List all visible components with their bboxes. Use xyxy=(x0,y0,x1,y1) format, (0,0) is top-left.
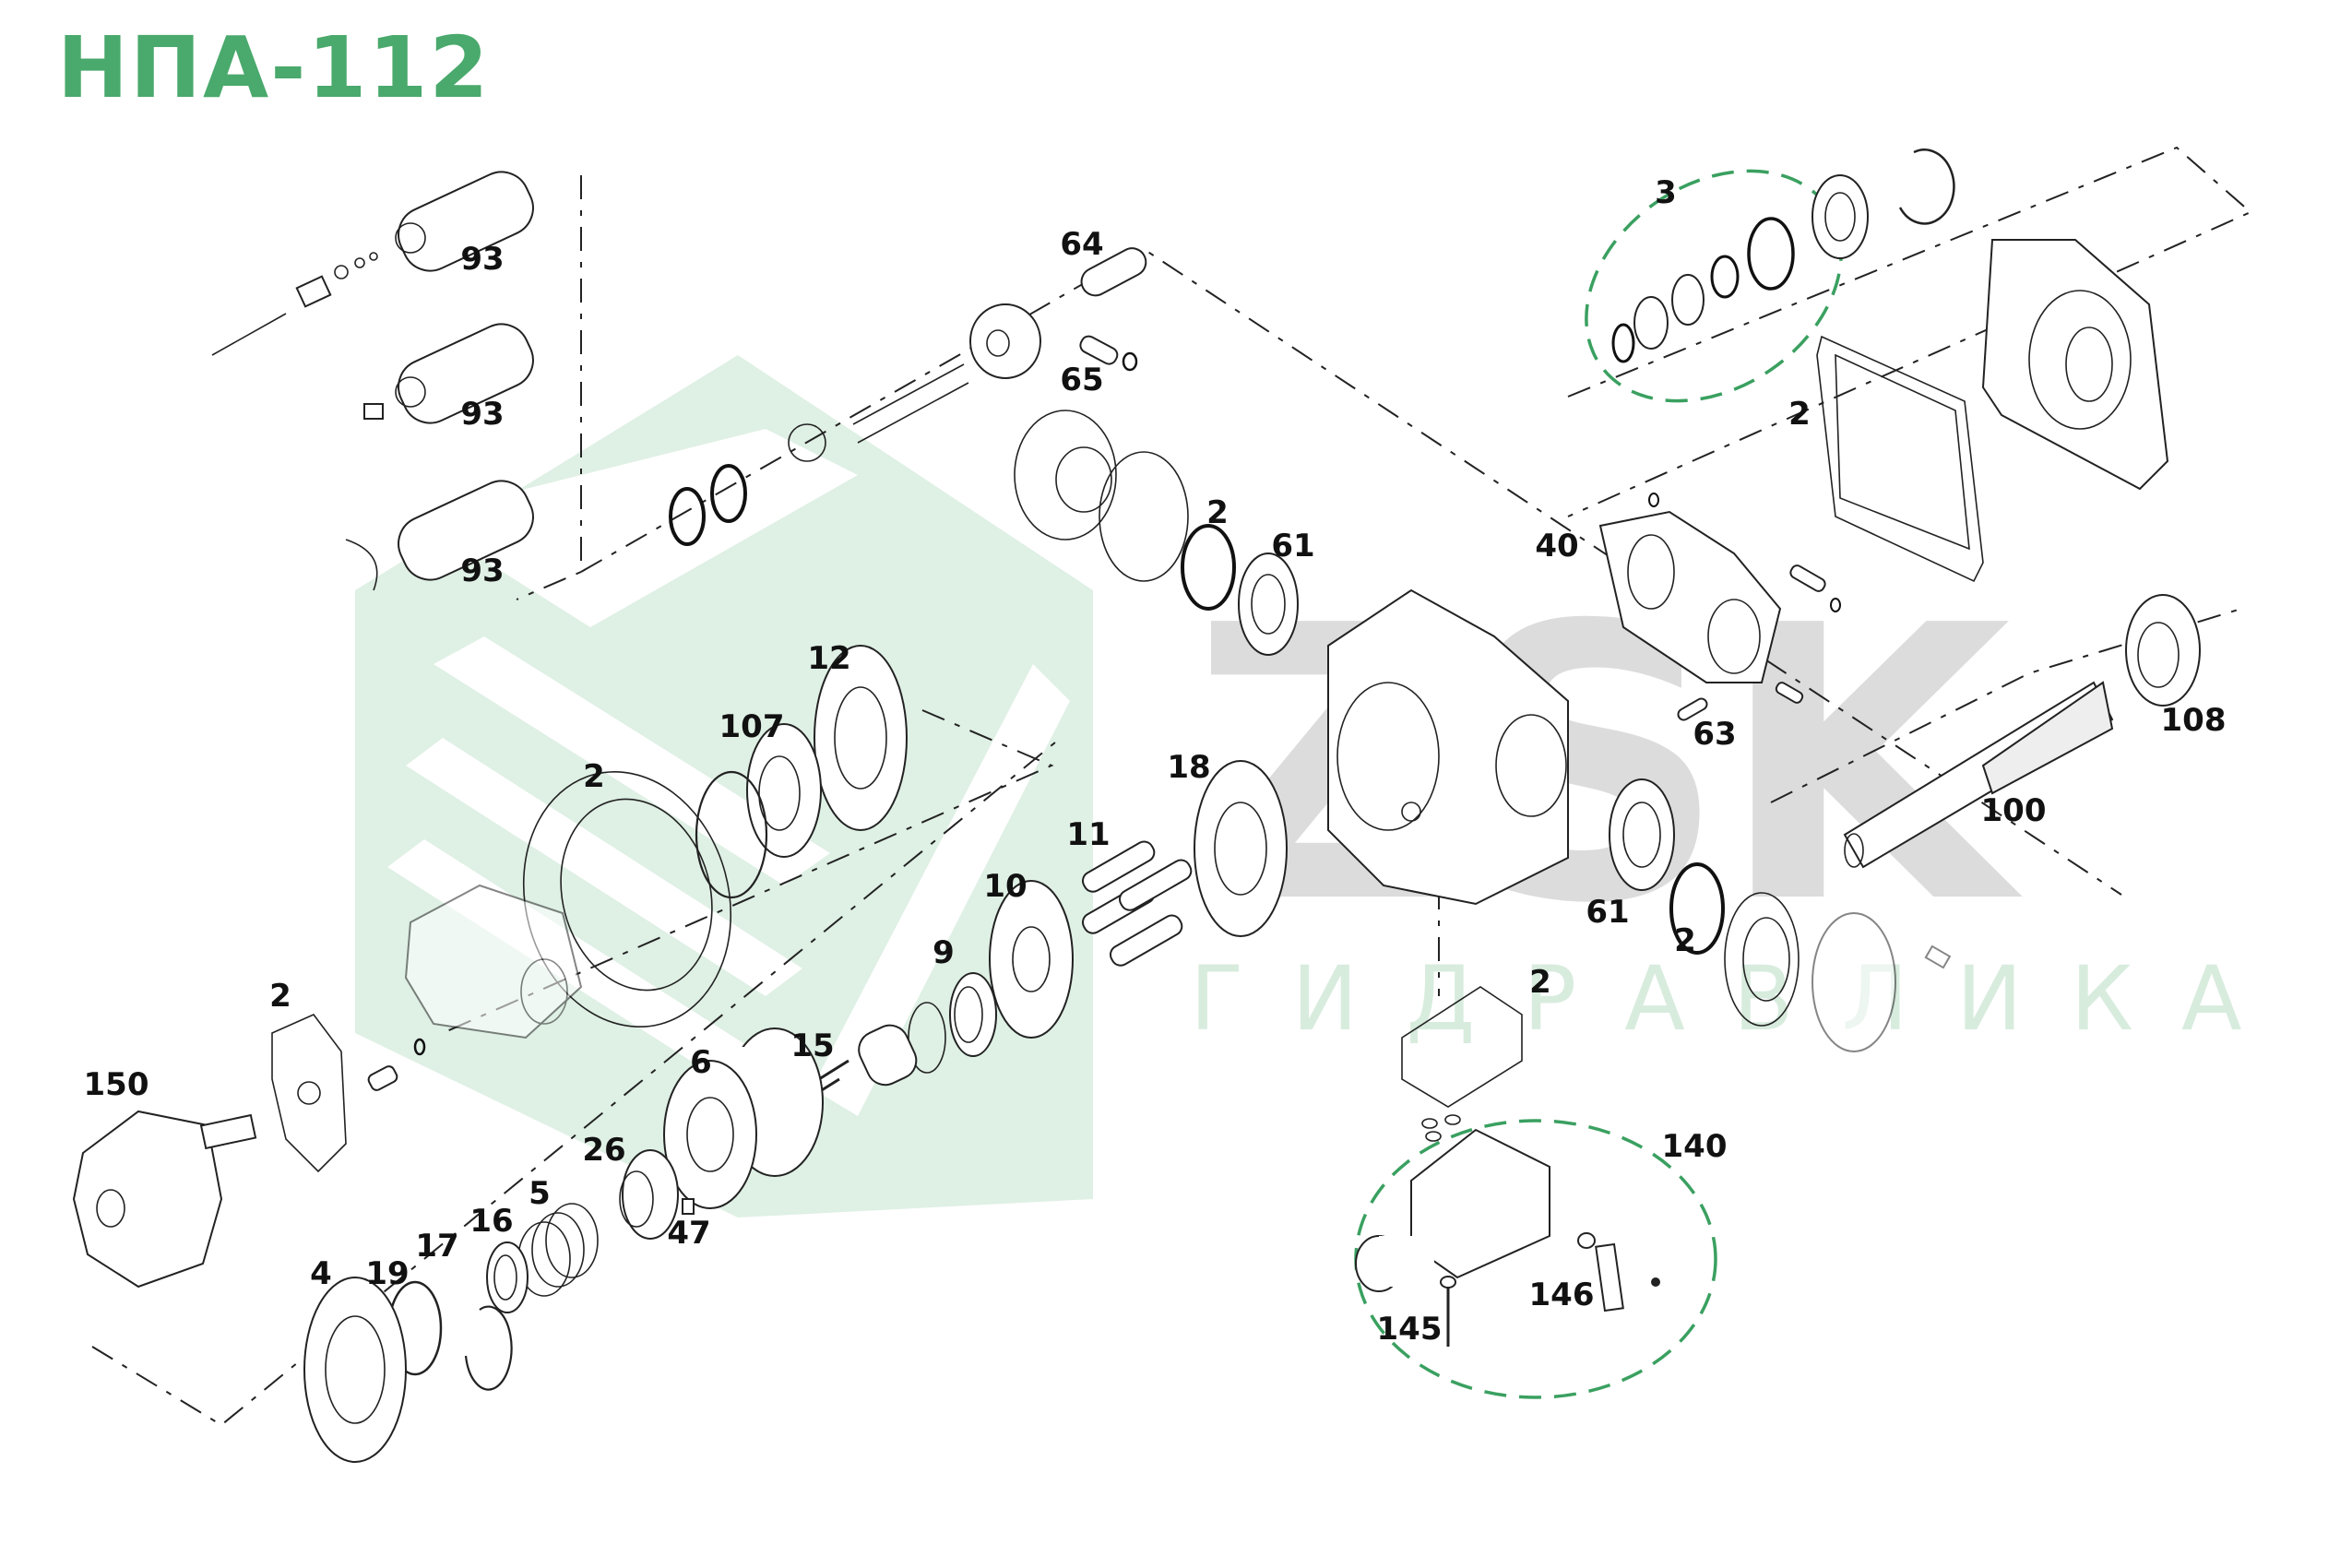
part-6-cylinder-block xyxy=(663,1028,824,1209)
part-145-bolt xyxy=(1440,1276,1456,1347)
callout-5[interactable]: 5 xyxy=(529,1175,551,1212)
assembly-line-spool xyxy=(580,247,2122,896)
callout-93-a[interactable]: 93 xyxy=(460,241,505,278)
part-146-bracket xyxy=(1577,1232,1660,1313)
part-61-bearing-lower xyxy=(1609,778,1675,891)
callout-100[interactable]: 100 xyxy=(1980,792,2047,829)
part-2-pump-gasket xyxy=(271,1014,347,1173)
callout-2-left[interactable]: 2 xyxy=(269,978,291,1015)
callout-4[interactable]: 4 xyxy=(310,1255,332,1292)
part-circlip-top xyxy=(1898,148,1955,225)
part-2-gasket-cover xyxy=(1816,335,1984,583)
callout-140[interactable]: 140 xyxy=(1661,1128,1728,1165)
part-140-control-valve xyxy=(1355,1114,1550,1292)
part-9-ball-guide xyxy=(908,972,997,1074)
callout-63[interactable]: 63 xyxy=(1693,716,1737,753)
callout-61-upper[interactable]: 61 xyxy=(1271,528,1315,564)
callout-19[interactable]: 19 xyxy=(365,1255,410,1292)
part-5-spring xyxy=(517,1203,599,1297)
part-100-drive-shaft xyxy=(1843,681,2114,869)
callout-26[interactable]: 26 xyxy=(582,1132,626,1169)
callout-9[interactable]: 9 xyxy=(932,934,955,971)
callout-2-mid-left[interactable]: 2 xyxy=(583,758,605,795)
part-16-seal xyxy=(486,1241,529,1313)
watermark-brand: ZSK xyxy=(1190,545,2011,986)
part-end-cover xyxy=(1981,239,2169,491)
callout-10[interactable]: 10 xyxy=(983,868,1028,905)
watermark-subtitle: ГИДРАВЛИКА xyxy=(1190,947,2290,1051)
part-93-cartridge-3 xyxy=(345,480,534,591)
part-relief-valve xyxy=(367,1038,426,1091)
part-65-pin xyxy=(1079,335,1138,372)
callout-108[interactable]: 108 xyxy=(2160,702,2227,739)
part-61-bearing-upper xyxy=(1238,552,1299,656)
part-18-swash-plate xyxy=(1194,760,1288,937)
callout-40[interactable]: 40 xyxy=(1535,528,1579,564)
part-flange-cover xyxy=(1014,410,1117,540)
part-64-link xyxy=(1080,247,1147,297)
callout-2-top-right[interactable]: 2 xyxy=(1788,396,1811,433)
part-2-oring-upper xyxy=(1181,524,1236,611)
callout-107[interactable]: 107 xyxy=(719,708,785,745)
part-26-sleeve xyxy=(619,1149,679,1240)
callout-65[interactable]: 65 xyxy=(1060,362,1104,398)
callout-64[interactable]: 64 xyxy=(1060,226,1104,263)
part-93-cartridge-1 xyxy=(211,171,534,356)
callout-61-lower[interactable]: 61 xyxy=(1586,894,1630,931)
part-11-pistons xyxy=(1082,840,1193,967)
callout-150[interactable]: 150 xyxy=(83,1066,149,1103)
part-2-gasket-upper xyxy=(1099,451,1189,582)
callout-11[interactable]: 11 xyxy=(1066,816,1111,853)
callout-16[interactable]: 16 xyxy=(469,1203,514,1240)
callout-2-lower-right[interactable]: 2 xyxy=(1674,922,1696,959)
callout-3[interactable]: 3 xyxy=(1655,174,1677,211)
callout-145[interactable]: 145 xyxy=(1376,1311,1443,1348)
part-17-circlip xyxy=(464,1305,513,1391)
assembly-line-mid xyxy=(442,709,1054,1034)
part-93-cartridge-2 xyxy=(363,323,534,424)
part-2-oring-lower xyxy=(1669,862,1725,955)
callout-18[interactable]: 18 xyxy=(1167,749,1211,786)
part-2-bottom-gasket xyxy=(1401,986,1523,1108)
part-port-block xyxy=(404,884,583,1039)
callout-17[interactable]: 17 xyxy=(415,1228,459,1265)
callout-93-c[interactable]: 93 xyxy=(460,552,505,589)
callout-12[interactable]: 12 xyxy=(807,640,851,677)
part-12-valve-plate xyxy=(814,645,908,831)
callout-2-bottom-gasket[interactable]: 2 xyxy=(1529,964,1551,1001)
part-end-flange-faded xyxy=(1812,912,1952,1052)
callout-47[interactable]: 47 xyxy=(667,1215,711,1252)
part-47-pin xyxy=(682,1198,695,1215)
callout-93-b[interactable]: 93 xyxy=(460,396,505,433)
callout-6[interactable]: 6 xyxy=(690,1044,712,1081)
part-10-retainer-plate xyxy=(989,880,1074,1039)
callout-15[interactable]: 15 xyxy=(790,1028,835,1064)
diagram-title: НПА-112 xyxy=(57,18,491,117)
part-seal-ring xyxy=(695,770,768,899)
part-150-gear-pump xyxy=(72,1110,257,1289)
callout-146[interactable]: 146 xyxy=(1528,1277,1595,1313)
part-40-bearing-housing xyxy=(1598,493,1782,683)
assembly-line-cover xyxy=(1567,146,2252,517)
part-3-seal-kit xyxy=(1611,174,1869,363)
assembly-line-main xyxy=(91,737,1062,1427)
callout-2-upper-mid[interactable]: 2 xyxy=(1206,494,1229,531)
part-63-pin-link xyxy=(1677,564,1841,721)
part-spring-assembly xyxy=(669,303,1041,546)
part-2-flange-gasket xyxy=(1724,892,1800,1027)
part-main-housing xyxy=(1327,588,1569,906)
part-108-bearing xyxy=(2125,594,2201,707)
part-4-shaft-seal-flange xyxy=(303,1277,407,1463)
